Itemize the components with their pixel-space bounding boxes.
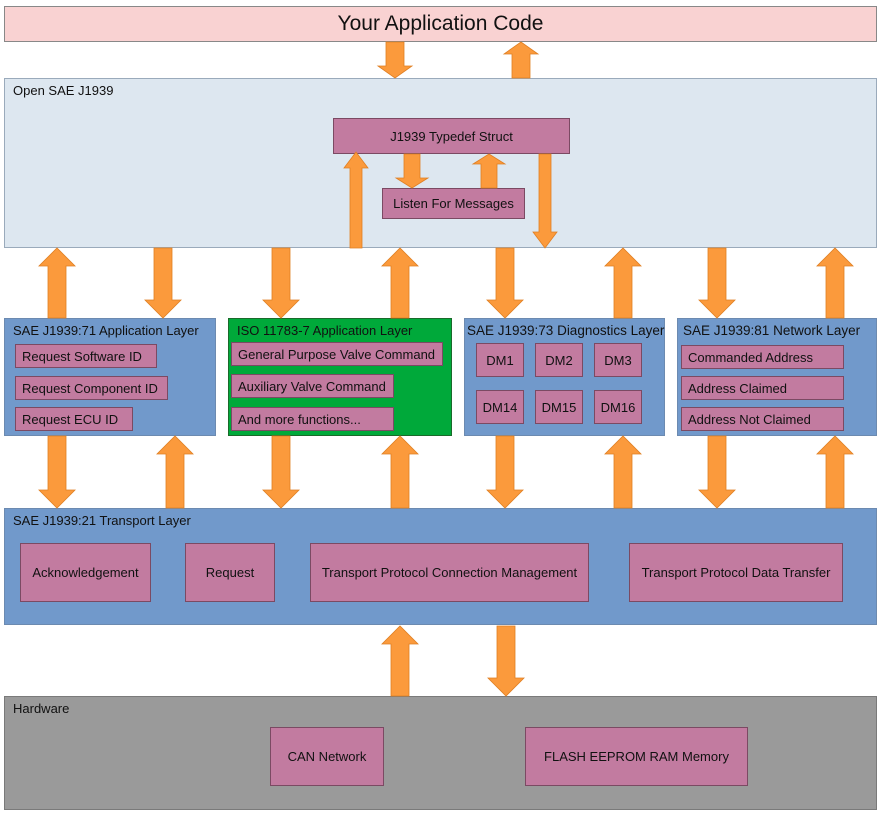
hardware-title: Hardware <box>13 701 70 716</box>
arrow-down-14 <box>38 435 76 509</box>
request-software-id-box: Request Software ID <box>15 344 157 368</box>
arrow-down-8 <box>262 247 300 319</box>
more-functions-box: And more functions... <box>231 407 394 431</box>
arrow-down-3 <box>532 153 558 249</box>
general-purpose-valve-command-box: General Purpose Valve Command <box>231 342 443 366</box>
arrow-up-15 <box>156 435 194 509</box>
network-layer-title: SAE J1939:81 Network Layer <box>683 323 861 338</box>
tp-connection-management-box: Transport Protocol Connection Management <box>310 543 589 602</box>
commanded-address-box: Commanded Address <box>681 345 844 369</box>
can-network-box: CAN Network <box>270 727 384 786</box>
dm1-box: DM1 <box>476 343 524 377</box>
open-sae-title: Open SAE J1939 <box>13 83 114 98</box>
open-sae-j1939-layer: Open SAE J1939 <box>4 78 877 248</box>
flash-eeprom-ram-box: FLASH EEPROM RAM Memory <box>525 727 748 786</box>
application-layer-title: SAE J1939:71 Application Layer <box>13 323 199 338</box>
arrow-down-7 <box>144 247 182 319</box>
request-ecu-id-box: Request ECU ID <box>15 407 133 431</box>
application-code-bar: Your Application Code <box>4 6 877 42</box>
transport-layer-title: SAE J1939:21 Transport Layer <box>13 513 191 528</box>
j1939-typedef-struct-box: J1939 Typedef Struct <box>333 118 570 154</box>
acknowledgement-box: Acknowledgement <box>20 543 151 602</box>
address-not-claimed-box: Address Not Claimed <box>681 407 844 431</box>
arrow-down-0 <box>376 41 414 79</box>
address-claimed-box: Address Claimed <box>681 376 844 400</box>
arrow-up-1 <box>502 41 540 79</box>
dm14-box: DM14 <box>476 390 524 424</box>
auxiliary-valve-command-box: Auxiliary Valve Command <box>231 374 394 398</box>
diagnostics-layer-title: SAE J1939:73 Diagnostics Layer <box>467 323 665 338</box>
dm16-box: DM16 <box>594 390 642 424</box>
dm2-box: DM2 <box>535 343 583 377</box>
arrow-down-16 <box>262 435 300 509</box>
dm15-box: DM15 <box>535 390 583 424</box>
arrow-up-6 <box>38 247 76 319</box>
tp-data-transfer-box: Transport Protocol Data Transfer <box>629 543 843 602</box>
arrow-up-22 <box>381 625 419 697</box>
listen-for-messages-box: Listen For Messages <box>382 188 525 219</box>
arrow-up-13 <box>816 247 854 319</box>
arrow-down-23 <box>487 625 525 697</box>
arrow-up-17 <box>381 435 419 509</box>
dm3-box: DM3 <box>594 343 642 377</box>
request-component-id-box: Request Component ID <box>15 376 168 400</box>
arrow-down-20 <box>698 435 736 509</box>
arrow-up-5 <box>471 153 507 189</box>
request-box: Request <box>185 543 275 602</box>
arrow-down-4 <box>394 153 430 189</box>
arrow-up-21 <box>816 435 854 509</box>
arrow-down-12 <box>698 247 736 319</box>
arrow-down-18 <box>486 435 524 509</box>
arrow-up-19 <box>604 435 642 509</box>
arrow-up-11 <box>604 247 642 319</box>
arrow-down-10 <box>486 247 524 319</box>
arrow-up-2 <box>343 151 369 249</box>
arrow-up-9 <box>381 247 419 319</box>
iso-layer-title: ISO 11783-7 Application Layer <box>237 323 413 338</box>
